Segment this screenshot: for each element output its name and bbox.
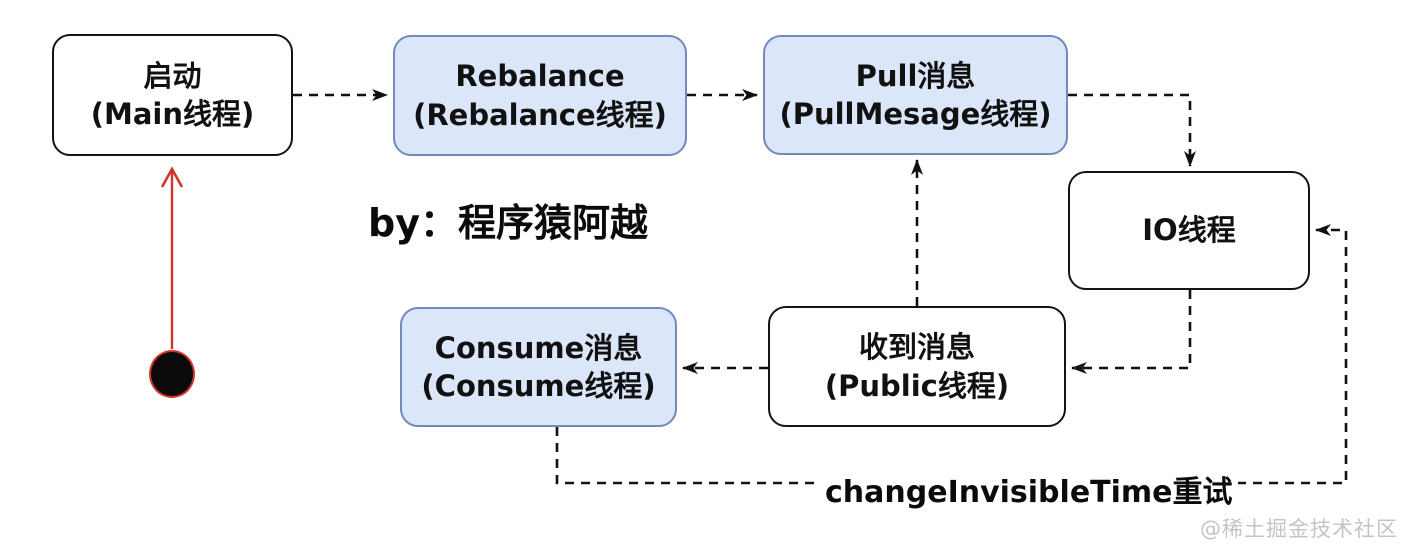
edge-io-to-receive — [1071, 290, 1192, 374]
state-node-pull-message: Pull消息 (PullMesage线程) — [763, 35, 1068, 155]
node-sublabel: (Rebalance线程) — [413, 97, 667, 132]
node-sublabel: (PullMesage线程) — [779, 97, 1052, 131]
node-label: Consume消息 — [434, 330, 643, 365]
author-byline: by：程序猿阿越 — [368, 201, 648, 245]
node-sublabel: (Main线程) — [90, 97, 255, 131]
node-label: Pull消息 — [855, 58, 976, 93]
state-node-io-thread: IO线程 — [1068, 171, 1310, 290]
node-sublabel: (Consume线程) — [421, 369, 656, 403]
node-label: IO线程 — [1142, 213, 1236, 248]
state-node-consume-message: Consume消息 (Consume线程) — [400, 307, 677, 427]
edge-pull-to-io — [1068, 93, 1196, 167]
edge-label-retry-text: changeInvisibleTime重试 — [820, 475, 1238, 510]
edge-label-retry: changeInvisibleTime重试 — [820, 467, 1238, 511]
initial-state-dot — [149, 350, 195, 398]
state-node-start: 启动 (Main线程) — [52, 34, 293, 156]
node-label: 收到消息 — [858, 330, 975, 365]
edge-consume-retry-to-io — [555, 224, 1348, 485]
node-label: Rebalance — [455, 59, 625, 94]
node-sublabel: (Public线程) — [824, 368, 1010, 403]
state-node-receive-message: 收到消息 (Public线程) — [768, 306, 1066, 427]
node-label: 启动 — [143, 58, 202, 93]
watermark-text: @稀土掘金技术社区 — [1200, 517, 1398, 541]
state-node-rebalance: Rebalance (Rebalance线程) — [393, 35, 687, 156]
